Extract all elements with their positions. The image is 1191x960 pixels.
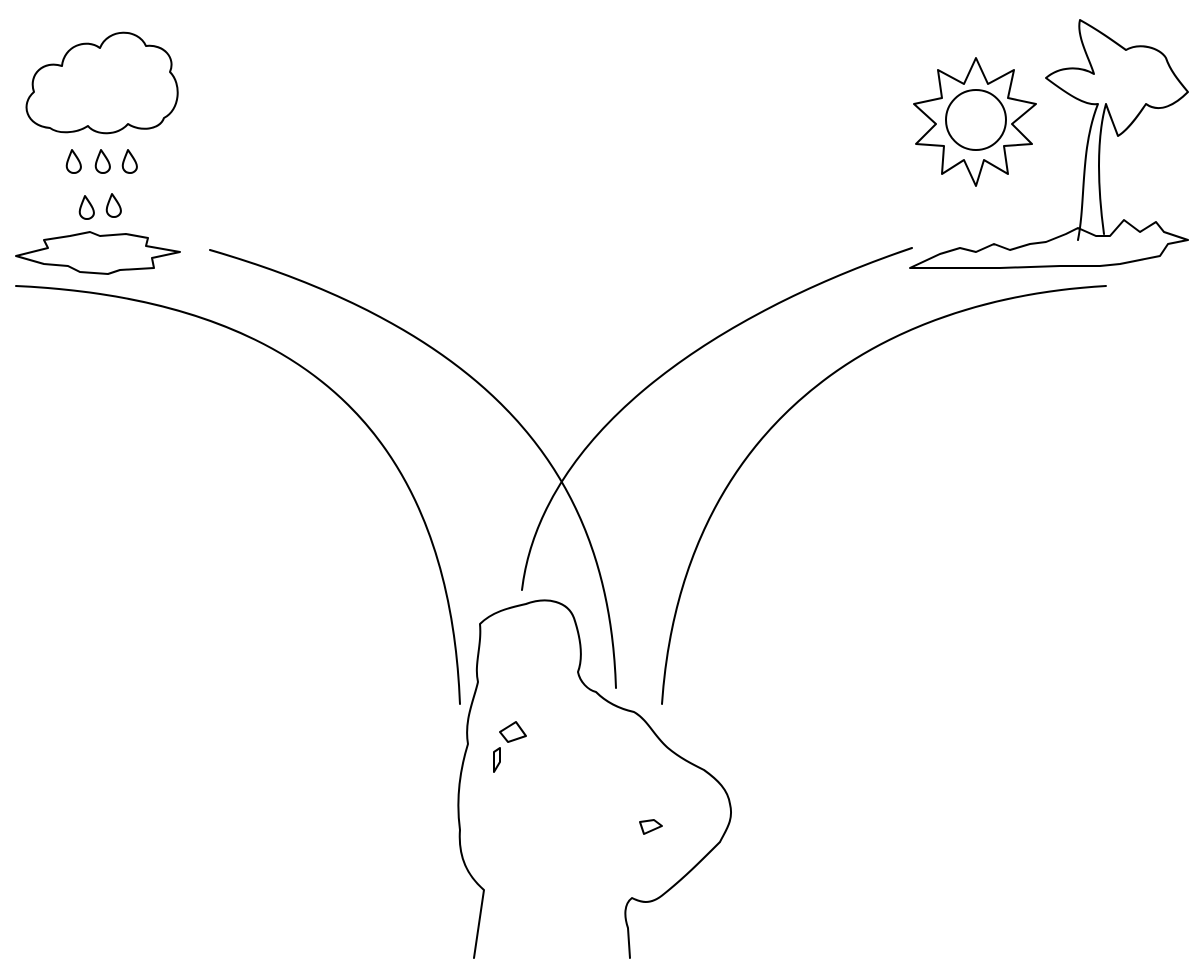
arm-mark — [494, 748, 500, 772]
raindrop-icon — [123, 150, 137, 173]
paths — [16, 248, 1106, 704]
island-icon — [910, 220, 1188, 268]
raindrop-icon — [67, 150, 81, 173]
person-outline — [458, 600, 731, 958]
rain-cloud-icon — [27, 33, 178, 134]
rain-scene — [16, 33, 180, 274]
path-from-puddle-to-person — [16, 286, 460, 704]
raindrop-icon — [80, 196, 94, 219]
person-silhouette-icon — [458, 600, 731, 958]
elbow-mark — [640, 820, 662, 834]
raindrop-icon — [107, 194, 121, 217]
path-from-island-to-person — [522, 248, 912, 590]
path-from-puddle-to-island — [210, 250, 616, 688]
shoulder-mark — [500, 722, 526, 742]
path-from-island-to-puddle — [662, 286, 1106, 704]
sun-icon — [914, 58, 1036, 186]
puddle-icon — [16, 232, 180, 274]
beach-scene — [910, 20, 1188, 268]
raindrop-icon — [96, 150, 110, 173]
palm-tree-icon — [1046, 20, 1188, 240]
